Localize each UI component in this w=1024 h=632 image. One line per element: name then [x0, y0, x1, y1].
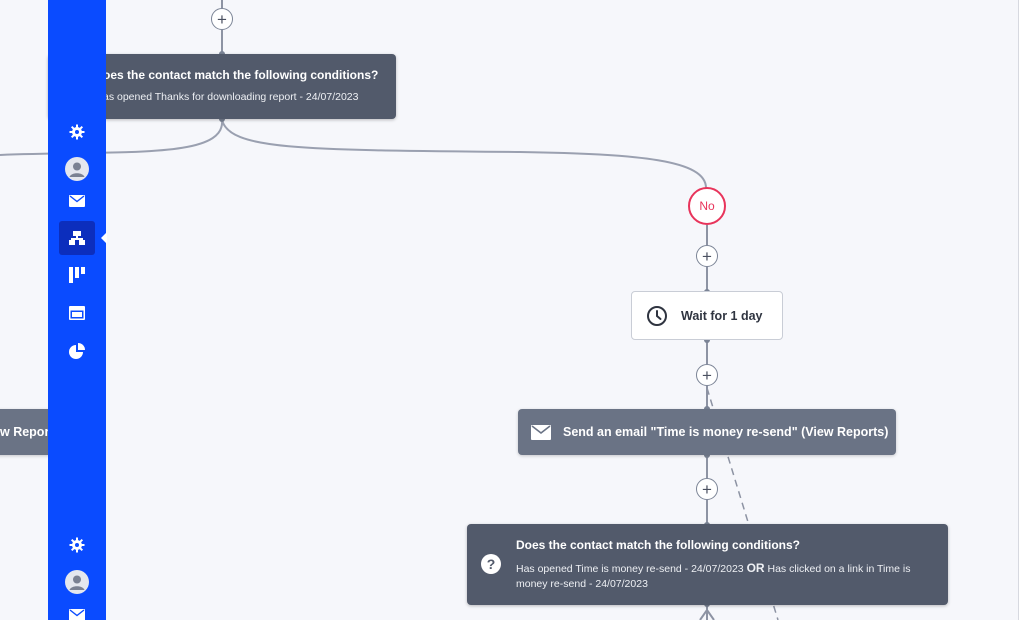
workflow-canvas[interactable]: + + + + oes the contact match the follow…: [0, 0, 1018, 620]
gear-icon: [69, 124, 85, 140]
connector-dot: [704, 337, 710, 343]
add-step-button[interactable]: +: [696, 478, 718, 500]
sidebar-item-reports[interactable]: [59, 334, 95, 368]
connector-dot: [219, 116, 225, 122]
condition-title: oes the contact match the following cond…: [103, 68, 379, 82]
question-circle-icon: ?: [481, 554, 501, 579]
condition-title: Does the contact match the following con…: [516, 538, 801, 552]
sidebar-item-contacts[interactable]: [59, 152, 95, 186]
sidebar-item-site[interactable]: [59, 296, 95, 330]
condition-operator: OR: [746, 561, 765, 575]
user-avatar-icon: [65, 157, 89, 181]
wait-step-card[interactable]: Wait for 1 day: [631, 291, 783, 340]
clock-icon: [646, 305, 668, 327]
condition-card[interactable]: ? Does the contact match the following c…: [467, 524, 948, 605]
browser-window-icon: [69, 306, 85, 320]
sidebar-item-email[interactable]: [59, 184, 95, 218]
sidebar-item-email-bottom[interactable]: [59, 598, 95, 632]
gear-icon: [69, 537, 85, 553]
no-branch-badge[interactable]: No: [688, 187, 726, 225]
sidebar-item-account[interactable]: [59, 565, 95, 599]
flow-chart-icon: [69, 230, 85, 246]
canvas-edge: [1018, 0, 1024, 620]
envelope-icon: [531, 424, 551, 440]
user-avatar-icon: [65, 570, 89, 594]
add-step-button[interactable]: +: [211, 8, 233, 30]
svg-text:?: ?: [487, 556, 496, 572]
sidebar-item-settings[interactable]: [59, 115, 95, 149]
envelope-icon: [69, 609, 85, 621]
connector-dot: [704, 452, 710, 458]
sidebar-item-settings-bottom[interactable]: [59, 528, 95, 562]
sidebar: [48, 0, 106, 621]
condition-rules: Has opened Time is money re-send - 24/07…: [516, 561, 934, 592]
condition-card[interactable]: oes the contact match the following cond…: [48, 54, 396, 119]
add-step-button[interactable]: +: [696, 245, 718, 267]
wait-step-label: Wait for 1 day: [681, 308, 763, 323]
condition-subtitle: as opened Thanks for downloading report …: [103, 91, 359, 103]
add-step-button[interactable]: +: [696, 364, 718, 386]
condition-rule-opened: Has opened Time is money re-send - 24/07…: [516, 563, 744, 575]
sidebar-item-automations[interactable]: [59, 221, 95, 255]
no-branch-label: No: [699, 199, 715, 213]
sidebar-item-pipelines[interactable]: [59, 258, 95, 292]
pie-chart-icon: [69, 343, 85, 359]
condition-rule-clicked-cont: money re-send - 24/07/2023: [516, 578, 648, 590]
email-step-label: Send an email "Time is money re-send" (V…: [563, 425, 889, 439]
active-item-indicator: [101, 232, 107, 244]
kanban-icon: [69, 267, 85, 283]
send-email-card[interactable]: w Report: [0, 409, 54, 455]
condition-rule-clicked: Has clicked on a link in Time is: [767, 563, 911, 575]
email-card-label: w Report: [0, 425, 54, 439]
send-email-card[interactable]: Send an email "Time is money re-send" (V…: [518, 409, 896, 455]
envelope-icon: [69, 195, 85, 207]
